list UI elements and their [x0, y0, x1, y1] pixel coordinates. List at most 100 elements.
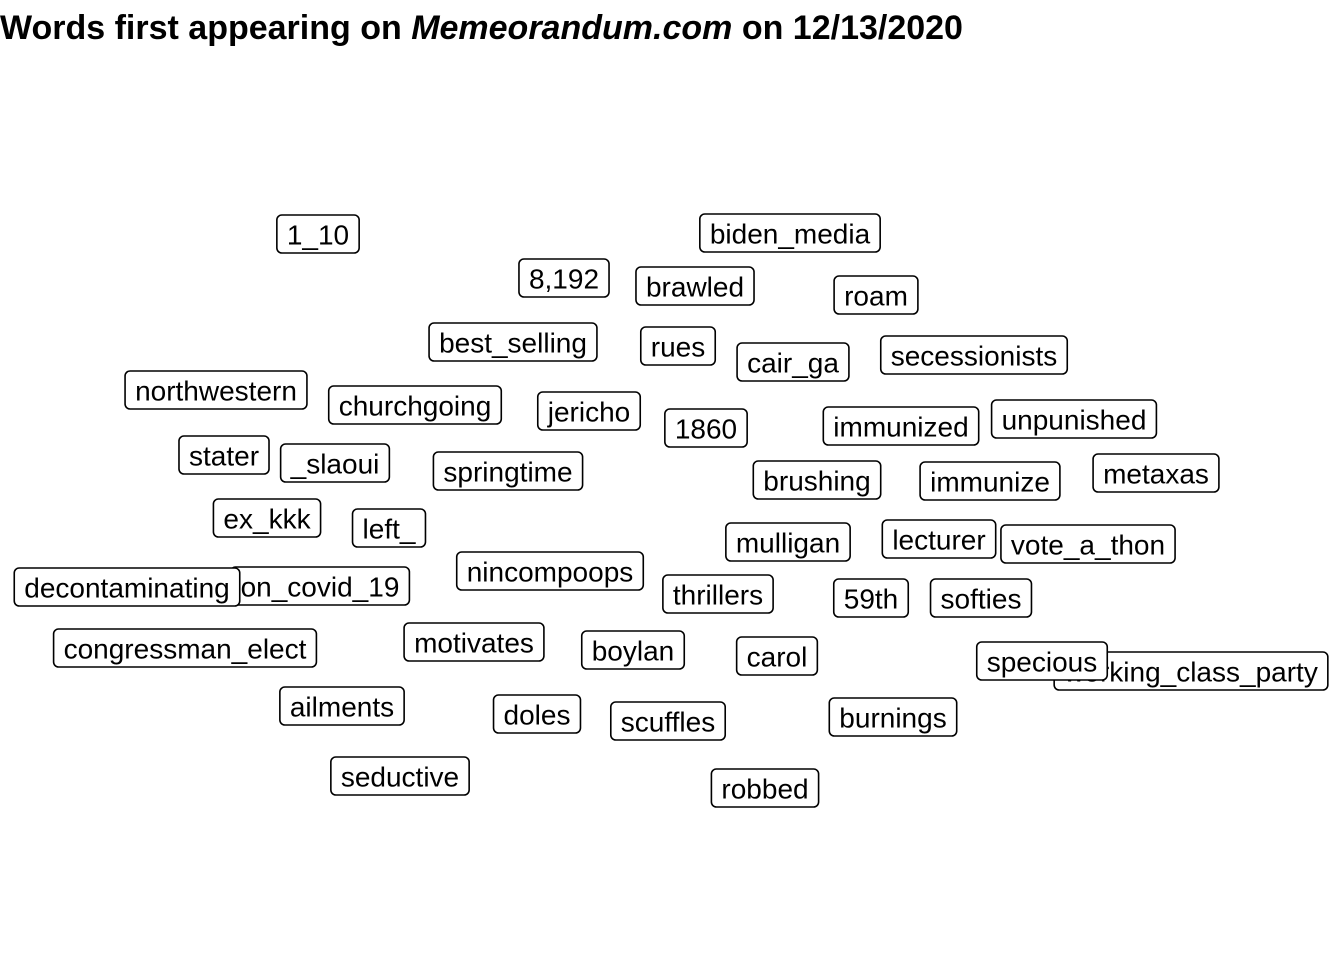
- word-label-box: [212, 498, 322, 538]
- word-label-text: metaxas: [1103, 459, 1209, 490]
- word-label-box: [881, 519, 997, 559]
- word-label: ailments: [279, 686, 405, 726]
- word-label: _slaoui: [279, 443, 391, 483]
- word-label: metaxas: [1092, 453, 1220, 493]
- word-label-text: softies: [941, 584, 1022, 615]
- word-label: best_selling: [428, 322, 598, 362]
- word-label: specious: [975, 641, 1109, 681]
- word-label: secessionists: [879, 335, 1069, 375]
- word-label-box: [635, 266, 755, 306]
- chart-title: Words first appearing on Memeorandum.com…: [0, 6, 963, 50]
- word-label-box: [351, 508, 427, 548]
- word-label-box: [432, 451, 584, 491]
- word-label-box: [699, 213, 881, 253]
- word-label-text: specious: [987, 647, 1098, 678]
- word-label-box: [990, 399, 1158, 439]
- word-label: rues: [639, 326, 717, 366]
- word-label-text: doles: [504, 700, 571, 731]
- word-label: thrillers: [662, 574, 774, 614]
- word-label-text: 8,192: [529, 264, 599, 295]
- word-label-text: brushing: [763, 466, 870, 497]
- word-label: 1_10: [276, 214, 360, 254]
- word-label-box: [279, 686, 405, 726]
- word-label-box: [52, 628, 318, 668]
- word-label-box: [455, 551, 645, 591]
- chart-title-suffix: on 12/13/2020: [732, 9, 963, 47]
- word-label-box: [403, 622, 545, 662]
- word-label-box: [124, 370, 308, 410]
- word-label-text: cair_ga: [747, 348, 839, 379]
- word-label-box: [975, 641, 1109, 681]
- word-label-box: [178, 435, 270, 475]
- word-label: brushing: [752, 460, 882, 500]
- word-label-text: biden_media: [710, 219, 871, 250]
- word-label-box: [725, 522, 851, 562]
- word-label-box: [580, 630, 686, 670]
- word-label-box: [832, 578, 910, 618]
- word-label-text: secessionists: [891, 341, 1058, 372]
- word-label-text: ailments: [290, 692, 394, 723]
- word-label-text: lecturer: [892, 525, 985, 556]
- word-label-text: northwestern: [135, 376, 297, 407]
- word-label-text: 1860: [675, 414, 737, 445]
- word-label-text: on_covid_19: [241, 572, 400, 603]
- word-label-box: [664, 408, 748, 448]
- word-label-box: [536, 391, 642, 431]
- word-label-box: [662, 574, 774, 614]
- word-label-box: [639, 326, 717, 366]
- word-label-box: [609, 701, 727, 741]
- word-label: scuffles: [609, 701, 727, 741]
- word-label-box: [833, 275, 919, 315]
- word-label-text: 1_10: [287, 220, 349, 251]
- word-label: immunize: [919, 461, 1061, 501]
- word-label: unpunished: [990, 399, 1158, 439]
- word-label-box: [330, 756, 470, 796]
- word-label: left_: [351, 508, 427, 548]
- word-label: boylan: [580, 630, 686, 670]
- word-label-box: [919, 461, 1061, 501]
- word-label-text: carol: [747, 642, 808, 673]
- word-label-box: [735, 636, 819, 676]
- word-label-text: churchgoing: [339, 391, 492, 422]
- word-label: on_covid_19: [229, 566, 411, 606]
- word-label: decontaminating: [13, 567, 241, 607]
- word-label-text: scuffles: [621, 707, 715, 738]
- word-label-text: _slaoui: [290, 449, 380, 480]
- word-label: lecturer: [881, 519, 997, 559]
- word-label: cair_ga: [736, 342, 850, 382]
- word-label: jericho: [536, 391, 642, 431]
- word-label: 8,192: [518, 258, 610, 298]
- word-label-box: [327, 385, 503, 425]
- word-label-box: [279, 443, 391, 483]
- word-label-text: rues: [651, 332, 705, 363]
- word-label-box: [710, 768, 820, 808]
- word-label: roam: [833, 275, 919, 315]
- word-label-text: seductive: [341, 762, 459, 793]
- word-label: biden_media: [699, 213, 881, 253]
- word-label: mulligan: [725, 522, 851, 562]
- word-label-box: [1000, 524, 1176, 564]
- word-label-text: left_: [363, 514, 416, 545]
- chart-title-prefix: Words first appearing on: [0, 9, 412, 47]
- word-label-text: robbed: [721, 774, 808, 805]
- word-label-box: [929, 578, 1033, 618]
- word-label: springtime: [432, 451, 584, 491]
- word-label: vote_a_thon: [1000, 524, 1176, 564]
- word-label: burnings: [828, 697, 958, 737]
- word-label-text: jericho: [547, 397, 630, 428]
- word-label-text: motivates: [414, 628, 534, 659]
- word-label-text: vote_a_thon: [1011, 530, 1165, 561]
- word-label-text: nincompoops: [467, 557, 634, 588]
- word-label: stater: [178, 435, 270, 475]
- word-label-box: [276, 214, 360, 254]
- word-label: ex_kkk: [212, 498, 322, 538]
- word-label-text: best_selling: [439, 328, 587, 359]
- word-label-box: [492, 694, 582, 734]
- word-label-box: [879, 335, 1069, 375]
- word-label-text: immunized: [833, 412, 968, 443]
- word-label-box: [518, 258, 610, 298]
- word-label-text: decontaminating: [24, 573, 229, 604]
- word-label-box: [736, 342, 850, 382]
- word-label: 59th: [832, 578, 910, 618]
